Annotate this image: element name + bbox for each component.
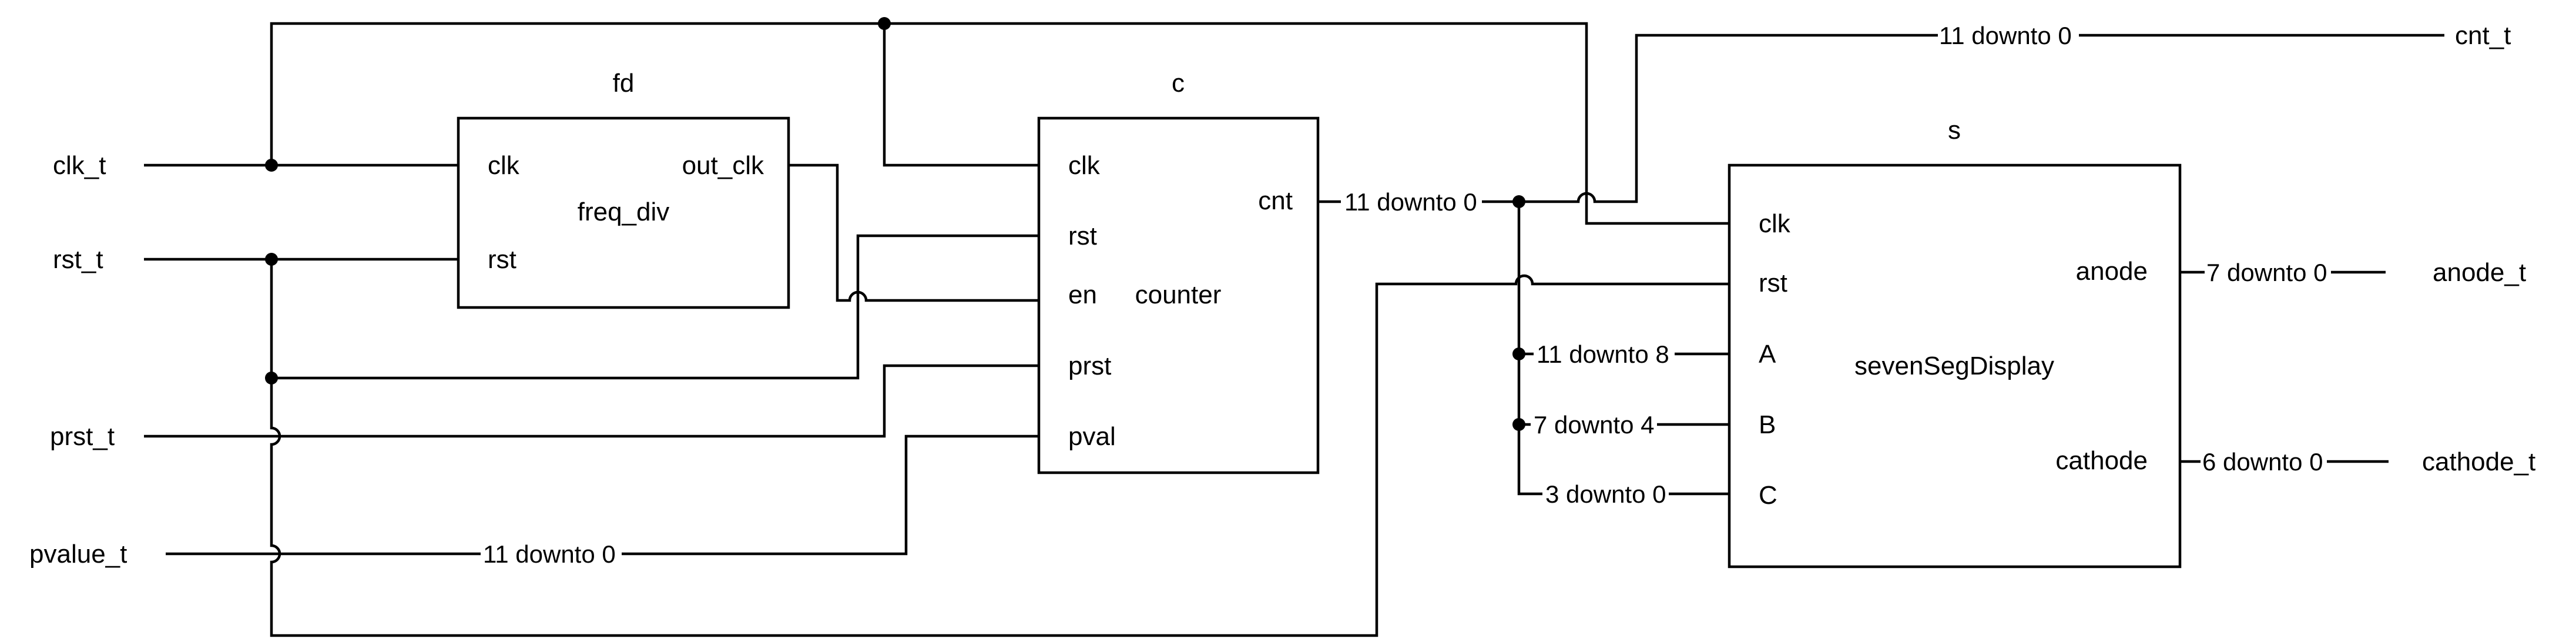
block-fd-component: freq_div (578, 198, 670, 226)
bus-label-a: 11 downto 8 (1537, 340, 1669, 368)
bus-label-anode: 7 downto 0 (2206, 259, 2327, 286)
c-port-cnt: cnt (1258, 186, 1293, 215)
wire-outclk-en (789, 163, 1039, 302)
wire-pvalue (166, 434, 1039, 556)
bus-label-cnt-top: 11 downto 0 (1939, 22, 2072, 49)
c-port-prst: prst (1068, 352, 1111, 380)
junction-top (878, 17, 891, 30)
fd-port-out-clk: out_clk (682, 151, 764, 180)
wire-cnt-top (1516, 34, 2444, 203)
block-s: s sevenSegDisplay clk rst A B C anode ca… (1728, 116, 2182, 569)
s-port-clk: clk (1759, 209, 1791, 238)
wire-prst (144, 364, 1039, 438)
signal-cathode-t: cathode_t (2422, 447, 2535, 476)
junction-clk (265, 159, 278, 172)
c-port-clk: clk (1068, 151, 1101, 180)
junction-rst-lower (265, 372, 278, 384)
c-port-pval: pval (1068, 422, 1116, 451)
bus-label-pvalue: 11 downto 0 (483, 540, 616, 568)
signal-rst-t: rst_t (53, 245, 103, 274)
s-port-a: A (1759, 340, 1776, 369)
bus-label-cathode: 6 downto 0 (2202, 448, 2323, 476)
c-port-en: en (1068, 280, 1097, 309)
s-port-c: C (1759, 481, 1777, 510)
block-fd-box (457, 116, 790, 309)
wire-rst-counter (271, 234, 1039, 380)
s-port-rst: rst (1759, 269, 1787, 297)
signal-prst-t: prst_t (50, 422, 115, 451)
junctions (265, 17, 1525, 431)
wire-clk-counter (883, 24, 1039, 167)
block-c-box (1037, 116, 1320, 474)
block-c-component: counter (1135, 280, 1222, 309)
block-s-instance: s (1948, 116, 1961, 145)
block-fd: fd freq_div clk rst out_clk (457, 69, 790, 309)
junction-b (1512, 418, 1525, 431)
signal-cnt-t: cnt_t (2455, 21, 2511, 50)
signal-clk-t: clk_t (53, 151, 106, 180)
signal-pvalue-t: pvalue_t (29, 540, 127, 569)
junction-rst (265, 253, 278, 266)
block-c: c counter clk rst en prst pval cnt (1037, 69, 1320, 474)
block-fd-instance: fd (613, 69, 635, 98)
bus-label-c: 3 downto 0 (1545, 480, 1666, 508)
junction-cnt (1512, 195, 1525, 208)
signal-labels: clk_t rst_t prst_t pvalue_t cnt_t anode_… (29, 21, 2535, 569)
junction-a (1512, 347, 1525, 360)
wire-clk-up (270, 22, 1729, 225)
s-port-anode: anode (2076, 257, 2148, 286)
signal-anode-t: anode_t (2433, 258, 2526, 287)
bus-label-cnt-out: 11 downto 0 (1344, 188, 1477, 216)
block-s-box (1728, 163, 2182, 569)
block-c-instance: c (1172, 69, 1185, 98)
block-s-component: sevenSegDisplay (1854, 352, 2054, 380)
fd-port-rst: rst (488, 245, 516, 274)
fd-port-clk: clk (488, 151, 520, 180)
c-port-rst: rst (1068, 222, 1097, 250)
bus-label-b: 7 downto 4 (1534, 411, 1655, 439)
bus-labels: 11 downto 0 11 downto 0 11 downto 0 11 d… (481, 22, 2331, 568)
s-port-b: B (1759, 410, 1776, 439)
s-port-cathode: cathode (2055, 446, 2148, 475)
wire-rst-vertical (270, 259, 1729, 637)
